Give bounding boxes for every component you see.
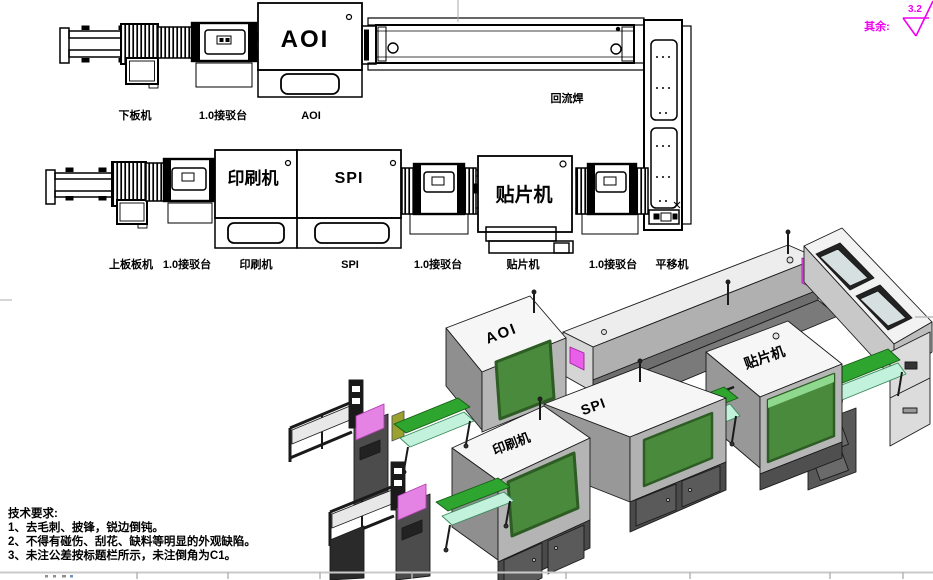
roughness-symbol-icon	[902, 0, 933, 37]
middle-view-2d: 印刷机 SPI	[45, 149, 689, 271]
tech-req-item-3: 3、未注公差按标题栏所示，未注倒角为C1。	[8, 548, 236, 562]
spi-3d: SPI	[543, 358, 727, 533]
printer-machine-2d: 印刷机	[210, 149, 298, 249]
spi-window	[642, 411, 714, 488]
lower-loader-pink-panel	[397, 483, 427, 521]
conveyor1-2d	[157, 21, 258, 88]
unloader-2d	[59, 23, 159, 89]
tech-req-item-2: 2、不得有碰伤、刮花、缺料等明显的外观缺陷。	[8, 534, 256, 548]
upper-loader-3d	[288, 379, 475, 507]
printer-window	[506, 451, 580, 538]
conveyor3-label: 1.0接驳台	[414, 257, 462, 271]
mounter-machine-2d: 贴片机	[473, 155, 574, 254]
tech-req-item-1: 1、去毛刺、披锋，锐边倒钝。	[8, 520, 164, 534]
aoi-machine-2d: AOI	[253, 2, 363, 98]
aoi-label: AOI	[301, 110, 321, 122]
mounter-label: 贴片机	[506, 257, 540, 271]
shuttle-2d	[643, 19, 692, 231]
mounter-machine-text: 贴片机	[495, 183, 552, 206]
printer-machine-text: 印刷机	[228, 168, 279, 188]
others-label: 其余:	[864, 19, 890, 33]
conveyor2-2d	[145, 157, 218, 224]
link-conveyor-2d	[361, 25, 377, 65]
shuttle-label: 平移机	[656, 257, 689, 271]
aoi-magenta-link	[569, 346, 585, 371]
conveyor4-label: 1.0接驳台	[589, 257, 637, 271]
surface-finish-annotation: 其余: 3.2	[864, 0, 933, 37]
reflow-oven-2d	[367, 17, 645, 71]
top-view-2d: AOI	[59, 2, 692, 231]
unloader-label: 下板机	[119, 108, 152, 122]
loader-label: 上板板机	[109, 257, 153, 271]
conveyor1-label: 1.0接驳台	[199, 108, 247, 122]
aoi-machine-text: AOI	[281, 26, 330, 53]
loader-2d	[45, 161, 148, 229]
technical-requirements: 技术要求: 1、去毛刺、披锋，锐边倒钝。 2、不得有碰伤、刮花、缺料等明显的外观…	[8, 506, 256, 562]
upper-loader-pink-panel	[355, 403, 385, 441]
tech-req-title: 技术要求:	[8, 506, 58, 520]
spi-label: SPI	[341, 259, 359, 271]
conveyor4-2d	[575, 162, 649, 235]
conveyor3-2d	[401, 162, 479, 235]
roughness-value: 3.2	[908, 4, 922, 15]
conveyor2-label: 1.0接驳台	[163, 257, 211, 271]
printer-label: 印刷机	[240, 257, 273, 271]
spi-machine-text: SPI	[335, 170, 364, 187]
shuttle-3d	[803, 227, 933, 447]
isometric-view-3d: 贴片机 AOI	[288, 227, 933, 580]
reflow-label: 回流焊	[551, 91, 584, 105]
printer-3d: 印刷机	[451, 396, 591, 580]
spi-machine-2d: SPI	[296, 149, 406, 249]
lower-loader-block	[329, 525, 365, 580]
lower-loader-3d	[328, 461, 515, 580]
shuttle-cabinet	[889, 331, 931, 447]
